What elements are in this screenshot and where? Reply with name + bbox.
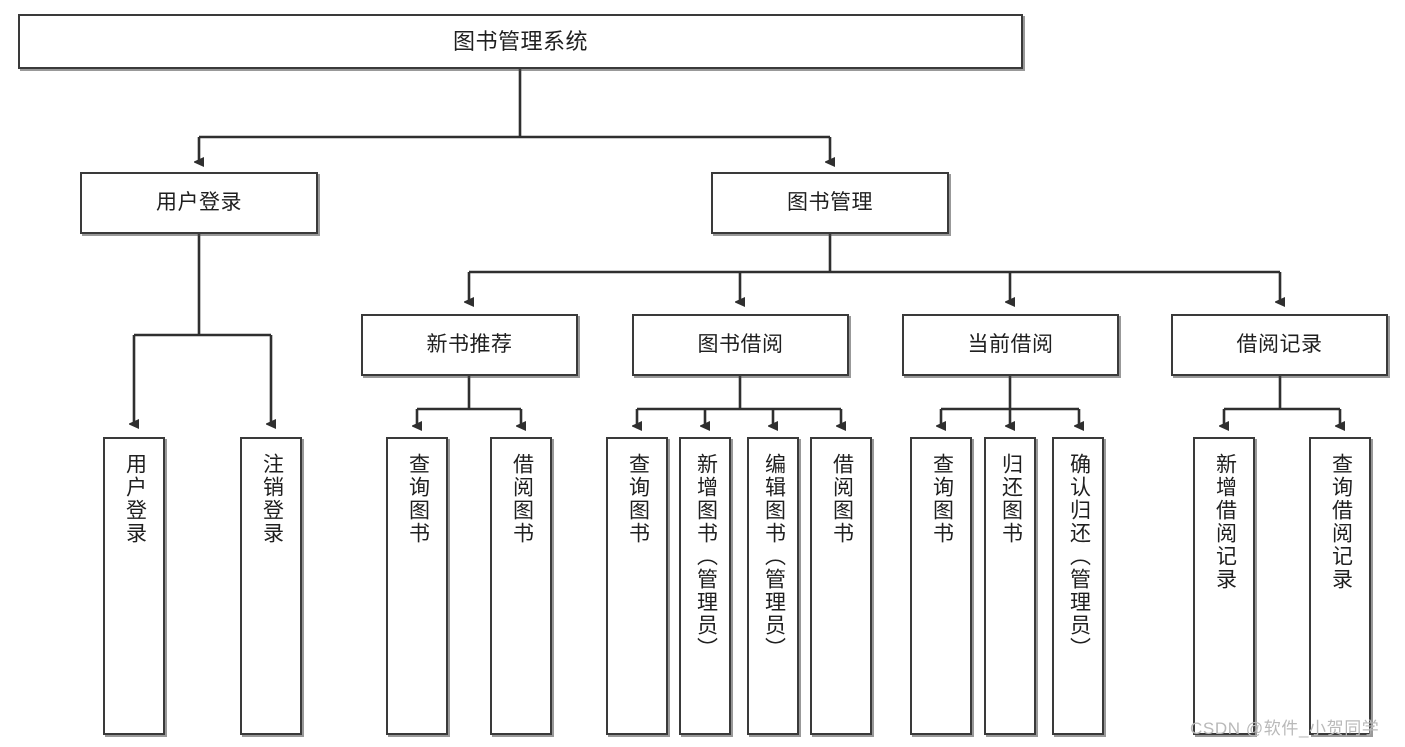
node-user-login[interactable]: 用户登录 xyxy=(80,172,318,234)
node-label: 编辑图书（管理员） xyxy=(762,453,786,660)
node-label: 查询图书 xyxy=(626,453,650,545)
leaf-user-login-logout[interactable]: 注销登录 xyxy=(240,437,302,735)
node-root-book-management-system[interactable]: 图书管理系统 xyxy=(18,14,1023,69)
leaf-new-book-borrow-books[interactable]: 借阅图书 xyxy=(490,437,552,735)
leaf-current-borrow-return-books[interactable]: 归还图书 xyxy=(984,437,1036,735)
node-label: 新书推荐 xyxy=(426,332,513,356)
node-label: 借阅图书 xyxy=(510,453,534,545)
leaf-borrow-record-query-record[interactable]: 查询借阅记录 xyxy=(1309,437,1371,735)
node-borrow-record[interactable]: 借阅记录 xyxy=(1171,314,1388,376)
node-label: 图书管理 xyxy=(787,190,873,214)
watermark-csdn: CSDN @软件_小贺同学 xyxy=(1190,719,1380,738)
leaf-book-borrow-query-books[interactable]: 查询图书 xyxy=(606,437,668,735)
leaf-book-borrow-edit-book-admin[interactable]: 编辑图书（管理员） xyxy=(747,437,799,735)
leaf-new-book-query-books[interactable]: 查询图书 xyxy=(386,437,448,735)
node-label: 查询图书 xyxy=(406,453,430,545)
node-label: 归还图书 xyxy=(999,453,1023,545)
node-label: 图书借阅 xyxy=(697,332,784,356)
node-book-management[interactable]: 图书管理 xyxy=(711,172,949,234)
leaf-current-borrow-query-books[interactable]: 查询图书 xyxy=(910,437,972,735)
leaf-book-borrow-borrow-books[interactable]: 借阅图书 xyxy=(810,437,872,735)
leaf-user-login-login[interactable]: 用户登录 xyxy=(103,437,165,735)
leaf-current-borrow-confirm-return-admin[interactable]: 确认归还（管理员） xyxy=(1052,437,1104,735)
node-label: 新增借阅记录 xyxy=(1213,453,1237,591)
node-label: 用户登录 xyxy=(123,453,147,545)
leaf-book-borrow-add-book-admin[interactable]: 新增图书（管理员） xyxy=(679,437,731,735)
node-label: 图书管理系统 xyxy=(452,28,588,54)
node-label: 查询借阅记录 xyxy=(1329,453,1353,591)
node-book-borrow[interactable]: 图书借阅 xyxy=(632,314,849,376)
node-label: 当前借阅 xyxy=(967,332,1054,356)
node-label: 注销登录 xyxy=(260,453,284,545)
node-label: 借阅记录 xyxy=(1236,332,1323,356)
node-label: 查询图书 xyxy=(930,453,954,545)
node-current-borrow[interactable]: 当前借阅 xyxy=(902,314,1119,376)
node-label: 用户登录 xyxy=(156,190,242,214)
node-label: 确认归还（管理员） xyxy=(1067,453,1091,660)
node-label: 新增图书（管理员） xyxy=(694,453,718,660)
leaf-borrow-record-add-record[interactable]: 新增借阅记录 xyxy=(1193,437,1255,735)
node-new-book-recommend[interactable]: 新书推荐 xyxy=(361,314,578,376)
node-label: 借阅图书 xyxy=(830,453,854,545)
